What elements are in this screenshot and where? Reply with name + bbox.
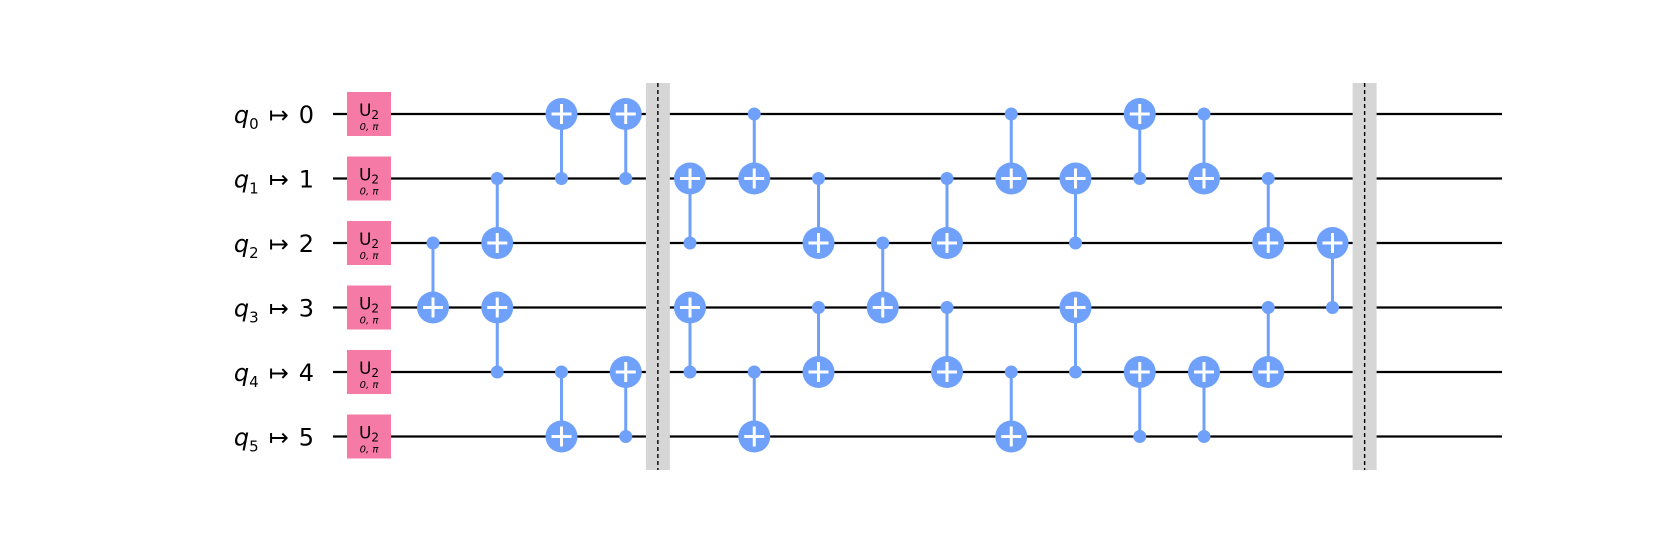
cnot-gate bbox=[1059, 291, 1092, 379]
cnot-gate bbox=[1252, 172, 1285, 259]
cnot-control-dot bbox=[1069, 365, 1082, 379]
cnot-gate bbox=[481, 172, 514, 259]
cnot-control-dot bbox=[812, 172, 825, 185]
cnot-gate bbox=[674, 162, 706, 250]
cnot-gate bbox=[1123, 356, 1156, 443]
cnot-gate bbox=[545, 365, 578, 453]
u2-gate-label: U2 bbox=[359, 424, 379, 445]
u2-gate-params: 0, π bbox=[360, 187, 380, 198]
u2-gate: U20, π bbox=[347, 350, 391, 394]
cnot-gate bbox=[1123, 98, 1156, 185]
cnot-control-dot bbox=[747, 365, 761, 379]
cnot-control-dot bbox=[940, 301, 954, 314]
cnot-gate bbox=[609, 356, 642, 443]
cnot-control-dot bbox=[619, 430, 633, 443]
cnot-control-dot bbox=[1133, 172, 1147, 185]
cnot-gate bbox=[995, 107, 1028, 195]
cnot-gate bbox=[738, 107, 771, 195]
cnot-gate bbox=[1059, 162, 1092, 250]
cnot-gates bbox=[417, 98, 1349, 453]
cnot-control-dot bbox=[683, 236, 697, 250]
u2-gate-params: 0, π bbox=[360, 380, 380, 391]
qubit-label: q5↦5 bbox=[234, 424, 314, 456]
u2-gate-params: 0, π bbox=[360, 251, 380, 262]
cnot-control-dot bbox=[490, 172, 504, 185]
cnot-control-dot bbox=[1069, 236, 1082, 250]
u2-gate-label: U2 bbox=[359, 230, 379, 251]
cnot-control-dot bbox=[1261, 301, 1275, 314]
u2-gate: U20, π bbox=[347, 156, 391, 201]
cnot-control-dot bbox=[1133, 430, 1147, 443]
cnot-control-dot bbox=[876, 236, 890, 250]
qubit-wires bbox=[333, 112, 1502, 438]
u2-gate-box bbox=[347, 414, 391, 459]
cnot-gate bbox=[866, 236, 899, 324]
u2-gate-label: U2 bbox=[359, 166, 379, 187]
cnot-control-dot bbox=[1261, 172, 1275, 185]
cnot-control-dot bbox=[490, 365, 504, 379]
cnot-control-dot bbox=[747, 107, 761, 121]
cnot-control-dot bbox=[619, 172, 633, 185]
cnot-gate bbox=[995, 365, 1028, 453]
cnot-control-dot bbox=[555, 172, 568, 185]
cnot-gate bbox=[545, 98, 578, 185]
cnot-control-dot bbox=[940, 172, 954, 185]
cnot-gate bbox=[1188, 356, 1220, 443]
u2-gate: U20, π bbox=[347, 414, 391, 459]
cnot-control-dot bbox=[1004, 365, 1018, 379]
u2-gate-label: U2 bbox=[359, 101, 379, 122]
cnot-gate bbox=[931, 301, 963, 388]
cnot-gate bbox=[609, 98, 642, 185]
u2-gate-box bbox=[347, 156, 391, 201]
qubit-label: q3↦3 bbox=[234, 295, 314, 327]
u2-gate-params: 0, π bbox=[360, 445, 380, 456]
u2-gate-box bbox=[347, 92, 391, 136]
u2-gate-box bbox=[347, 221, 391, 265]
u2-gate: U20, π bbox=[347, 92, 391, 136]
cnot-gate bbox=[417, 236, 449, 324]
cnot-gate bbox=[1188, 107, 1220, 195]
cnot-control-dot bbox=[683, 365, 697, 379]
u2-gate-box bbox=[347, 285, 391, 330]
qubit-label: q2↦2 bbox=[234, 230, 314, 262]
u2-gate-label: U2 bbox=[359, 295, 379, 316]
cnot-control-dot bbox=[426, 236, 440, 250]
u2-gate-params: 0, π bbox=[360, 316, 380, 327]
cnot-gate bbox=[481, 291, 514, 379]
cnot-control-dot bbox=[1197, 430, 1211, 443]
cnot-gate bbox=[802, 172, 835, 259]
cnot-control-dot bbox=[812, 301, 825, 314]
u2-gate-params: 0, π bbox=[360, 122, 380, 133]
u2-gate-box bbox=[347, 350, 391, 394]
cnot-control-dot bbox=[1197, 107, 1211, 121]
u2-gate-label: U2 bbox=[359, 359, 379, 380]
cnot-gate bbox=[1252, 301, 1285, 388]
cnot-gate bbox=[802, 301, 835, 388]
barriers bbox=[645, 83, 1377, 470]
cnot-control-dot bbox=[1004, 107, 1018, 121]
qubit-labels: q0↦0 q1↦1 q2↦2 q3↦3 q4↦4 q5↦5 bbox=[234, 101, 314, 456]
cnot-gate bbox=[931, 172, 963, 259]
u2-gate: U20, π bbox=[347, 285, 391, 330]
cnot-gate bbox=[738, 365, 771, 453]
cnot-gate bbox=[1316, 227, 1349, 314]
cnot-control-dot bbox=[1326, 301, 1339, 314]
u2-gate: U20, π bbox=[347, 221, 391, 265]
qubit-label: q1↦1 bbox=[234, 166, 314, 198]
cnot-control-dot bbox=[555, 365, 568, 379]
qubit-label: q0↦0 bbox=[234, 101, 314, 133]
cnot-gate bbox=[674, 291, 706, 379]
qubit-label: q4↦4 bbox=[234, 359, 314, 391]
